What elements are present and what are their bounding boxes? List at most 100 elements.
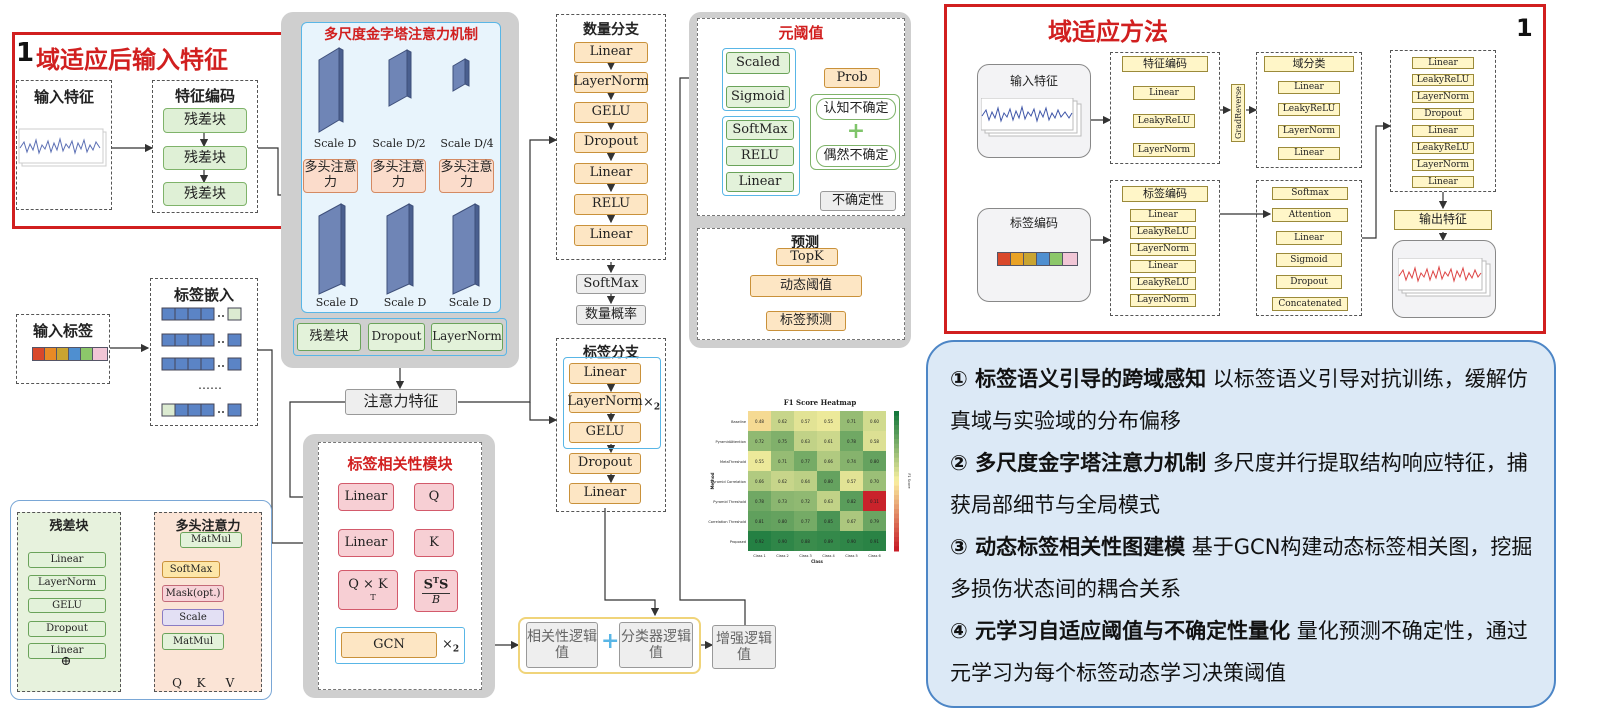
heatmap-col-label: Class 2 xyxy=(776,554,789,558)
scale-bottom-3: Scale D xyxy=(448,296,492,309)
mha-block-3: 多头注意力 xyxy=(439,159,494,193)
heatmap-cell xyxy=(771,511,794,531)
da-label-linear-1: Linear xyxy=(1130,209,1196,222)
heatmap-cell-label: 0.71 xyxy=(778,459,787,464)
heatmap-colorbar-segment xyxy=(894,518,899,524)
meta-title: 元阈值 xyxy=(778,24,824,42)
residual-block-3: 残差块 xyxy=(163,182,247,206)
heatmap-colorbar-segment xyxy=(894,439,899,445)
heatmap-cell xyxy=(748,431,771,451)
heatmap-cell-label: 0.90 xyxy=(847,539,856,544)
da-method-title: 域适应方法 xyxy=(1048,18,1168,46)
heatmap-cell xyxy=(840,471,863,491)
corr-sts-num: STS xyxy=(423,574,449,592)
heatmap-cell-label: 0.77 xyxy=(801,519,810,524)
heatmap-colorbar-segment xyxy=(894,425,899,431)
heatmap-cell xyxy=(863,431,886,451)
heatmap-cell-label: 0.89 xyxy=(824,539,833,544)
heatmap-cell-label: 0.57 xyxy=(847,479,856,484)
da-out-leakyrelu-2: LeakyReLU xyxy=(1412,142,1474,154)
da-domain-layernorm: LayerNorm xyxy=(1278,125,1340,138)
heatmap-row-label: Pyramid Threshold xyxy=(713,500,746,504)
heatmap-cell-label: 0.88 xyxy=(801,539,810,544)
mha-block-2: 多头注意力 xyxy=(371,159,426,193)
heatmap-cell xyxy=(863,411,886,431)
da-out-dropout: Dropout xyxy=(1412,108,1474,120)
heatmap-colorbar-segment xyxy=(894,429,899,435)
heatmap-cell xyxy=(840,411,863,431)
legend-mha-title: 多头注意力 xyxy=(175,519,241,534)
scale-top-3: Scale D/4 xyxy=(440,137,494,150)
heatmap-cell xyxy=(771,491,794,511)
heatmap-cell xyxy=(748,411,771,431)
da-label-colors xyxy=(997,252,1081,266)
heatmap-cell-label: 0.81 xyxy=(755,519,764,524)
heatmap-cell xyxy=(817,471,840,491)
da-fusion-box xyxy=(1256,180,1362,316)
count-branch-title: 数量分支 xyxy=(583,22,639,38)
da-feat-enc-box xyxy=(1110,52,1220,164)
da-fusion-linear: Linear xyxy=(1276,231,1342,245)
heatmap-colorbar-segment xyxy=(894,513,899,519)
heatmap-cell xyxy=(840,451,863,471)
corr-qk-product: Q × K T xyxy=(338,570,398,610)
heatmap-cell-label: 0.77 xyxy=(801,459,810,464)
meta-scaled: Scaled xyxy=(726,52,790,74)
feature-encoding-box xyxy=(152,80,258,213)
da-output-signal-icon xyxy=(1398,258,1491,297)
correlation-title: 标签相关性模块 xyxy=(347,455,453,473)
legend-res-linear-2: Linear xyxy=(28,643,106,659)
da-label-linear-2: Linear xyxy=(1130,260,1196,273)
heatmap-colorbar-segment xyxy=(894,546,899,552)
da-feat-enc-linear: Linear xyxy=(1133,86,1195,100)
heatmap-cell xyxy=(840,531,863,551)
input-features-badge: 1 xyxy=(16,38,35,68)
contributions-text: ① 标签语义引导的跨域感知 以标签语义引导对抗训练，缓解仿真域与实验域的分布偏移… xyxy=(950,358,1540,694)
heatmap-ylabel: Method xyxy=(710,472,715,489)
label-embedding-title: 标签嵌入 xyxy=(173,286,234,304)
label-embedding-dots: …… xyxy=(198,378,222,392)
da-method-frame xyxy=(944,4,1546,334)
da-out-layernorm-1: LayerNorm xyxy=(1412,91,1474,103)
residual-block-1: 残差块 xyxy=(163,108,247,133)
da-out-linear-2: Linear xyxy=(1412,125,1474,137)
input-label-colors xyxy=(32,347,110,361)
heatmap-cell-label: 0.11 xyxy=(870,499,879,504)
heatmap-title: F1 Score Heatmap xyxy=(783,398,857,407)
heatmap-cell xyxy=(840,491,863,511)
heatmap-cell-label: 0.90 xyxy=(778,539,787,544)
da-domain-linear-1: Linear xyxy=(1278,81,1340,94)
contribution-1: ① 标签语义引导的跨域感知 以标签语义引导对抗训练，缓解仿真域与实验域的分布偏移 xyxy=(950,367,1528,433)
heatmap-colorbar-segment xyxy=(894,541,899,547)
label-branch-times: ×2 xyxy=(643,395,661,413)
da-grad-reverse: GradReverse xyxy=(1231,84,1245,142)
da-label-enc-box xyxy=(1110,180,1220,316)
heatmap-col-label: Class 3 xyxy=(799,554,812,558)
classifier-logits: 分类器逻辑值 xyxy=(619,622,693,668)
heatmap-cell-label: 0.92 xyxy=(755,539,764,544)
heatmap-cell xyxy=(771,471,794,491)
da-feat-enc-title: 特征编码 xyxy=(1122,56,1208,72)
heatmap-colorbar-segment xyxy=(894,443,899,449)
legend-k: K xyxy=(196,676,206,690)
label-branch-box xyxy=(556,338,666,512)
corr-sts-den: B xyxy=(431,592,441,606)
scale-bottom-1: Scale D xyxy=(315,296,359,309)
heatmap-colorbar-segment xyxy=(894,499,899,505)
heatmap-colorbar-segment xyxy=(894,411,899,417)
heatmap-cell xyxy=(863,531,886,551)
label-dropout: Dropout xyxy=(569,453,641,474)
da-label-leakyrelu-2: LeakyReLU xyxy=(1130,277,1196,290)
da-label-layernorm-1: LayerNorm xyxy=(1130,243,1196,256)
heatmap-row-label: Pyramid Correlation xyxy=(711,480,746,484)
heatmap-colorbar-segment xyxy=(894,476,899,482)
legend-res-linear-1: Linear xyxy=(28,552,106,568)
pyramid-dropout: Dropout xyxy=(368,323,425,351)
label-layernorm: LayerNorm xyxy=(567,392,643,413)
heatmap-cell-label: 0.63 xyxy=(824,499,833,504)
enhanced-logits: 增强逻辑值 xyxy=(712,625,776,669)
heatmap-colorbar-label: F1 Score xyxy=(907,473,911,488)
heatmap-cell xyxy=(863,451,886,471)
